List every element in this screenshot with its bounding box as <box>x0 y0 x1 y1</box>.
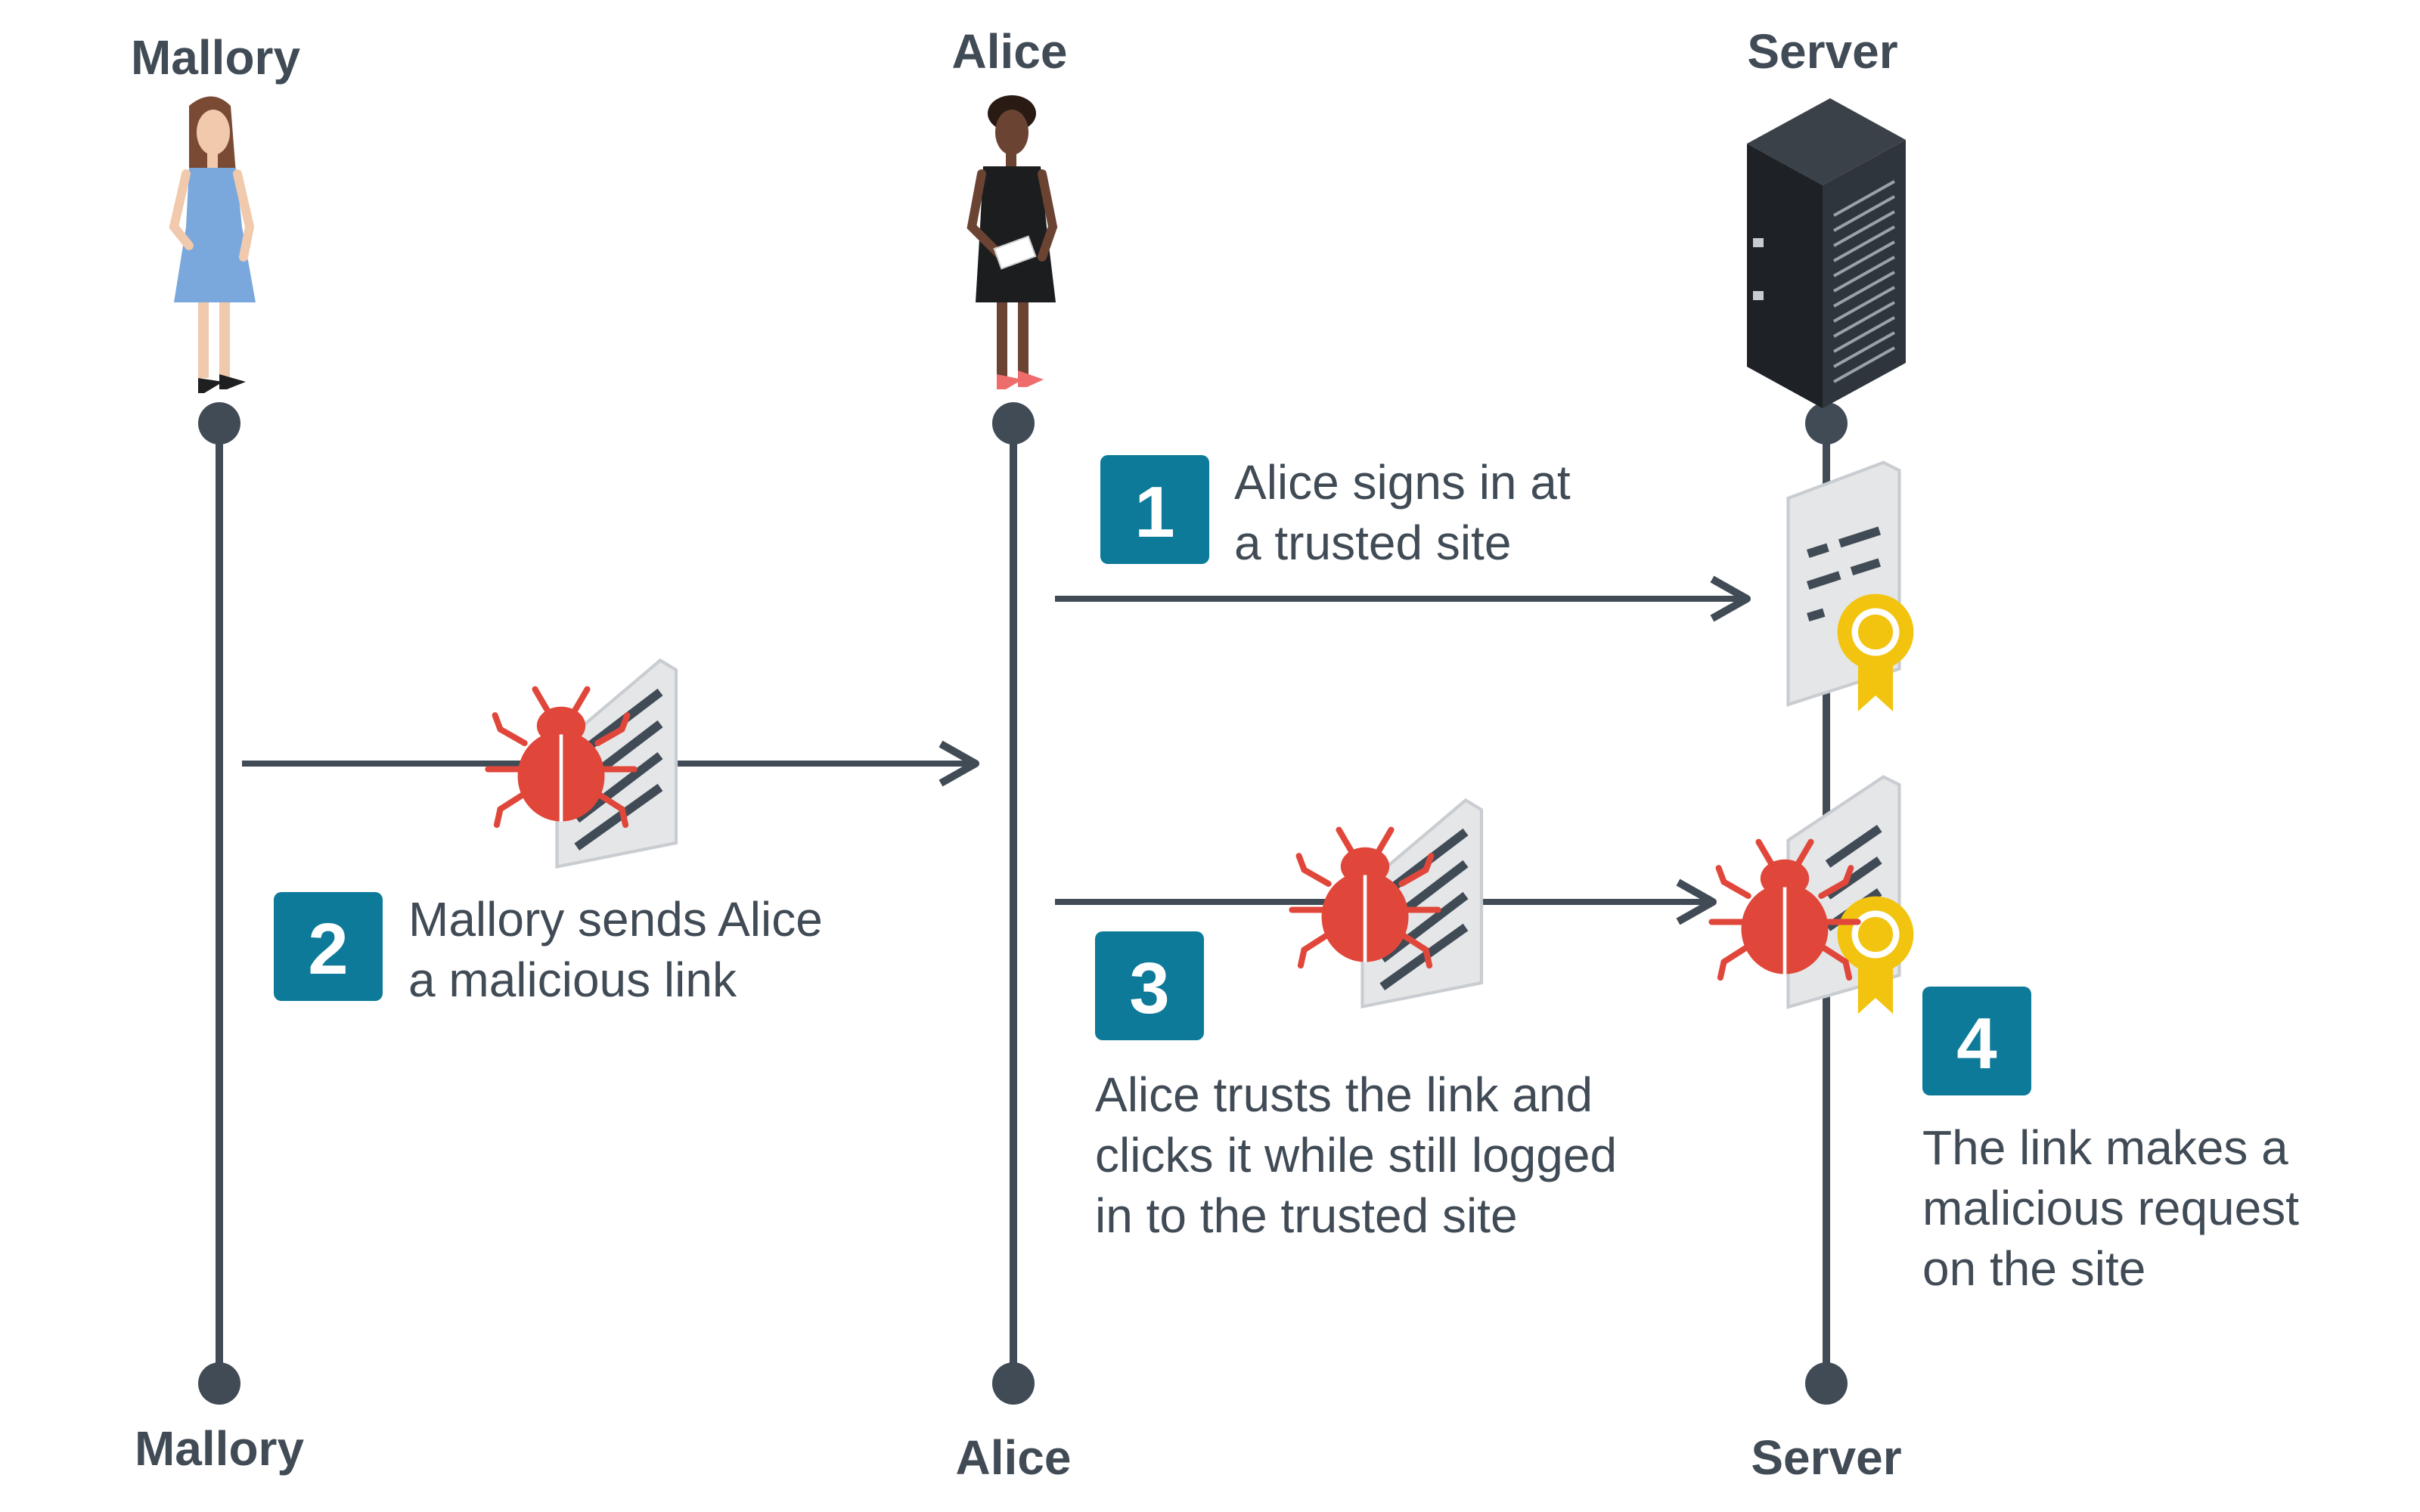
step-4-text: The link makes a malicious request on th… <box>1922 1120 2299 1296</box>
svg-text:in to the trusted site: in to the trusted site <box>1095 1188 1518 1243</box>
step-1-badge: 1 <box>1100 455 1209 564</box>
step-1-text: Alice signs in at a trusted site <box>1234 455 1571 570</box>
svg-text:Alice trusts the link and: Alice trusts the link and <box>1095 1067 1593 1122</box>
step-3-document-icon <box>1360 798 1484 1009</box>
mallory-bottom-label: Mallory <box>135 1421 304 1476</box>
step-2-badge: 2 <box>274 892 383 1001</box>
svg-text:a malicious link: a malicious link <box>408 953 737 1007</box>
svg-text:Mallory sends Alice: Mallory sends Alice <box>408 892 823 947</box>
svg-text:a trusted site: a trusted site <box>1234 516 1511 570</box>
svg-text:clicks it while still logged: clicks it while still logged <box>1095 1128 1617 1182</box>
svg-text:1: 1 <box>1134 472 1174 553</box>
svg-text:2: 2 <box>308 909 348 990</box>
svg-text:The link makes a: The link makes a <box>1922 1120 2288 1175</box>
server-bottom-label: Server <box>1751 1430 1901 1485</box>
alice-figure-icon <box>966 95 1058 389</box>
step-1-arrow <box>1055 579 1747 618</box>
svg-text:3: 3 <box>1129 948 1169 1029</box>
step-3-badge: 3 <box>1095 931 1204 1040</box>
svg-text:Alice signs in at: Alice signs in at <box>1234 455 1571 510</box>
trusted-session-document-icon <box>1786 460 1914 711</box>
svg-text:on the site: on the site <box>1922 1241 2145 1296</box>
step-4-badge: 4 <box>1922 987 2031 1095</box>
step-3-text: Alice trusts the link and clicks it whil… <box>1095 1067 1617 1243</box>
server-top-label: Server <box>1747 24 1897 79</box>
mallory-figure-icon <box>169 96 256 393</box>
svg-text:4: 4 <box>1956 1003 1996 1084</box>
mallory-lifeline <box>198 402 240 1405</box>
alice-top-label: Alice <box>952 24 1068 79</box>
server-rack-icon <box>1747 98 1906 408</box>
mallory-top-label: Mallory <box>131 30 300 85</box>
step-2-text: Mallory sends Alice a malicious link <box>408 892 823 1007</box>
alice-lifeline <box>992 402 1035 1405</box>
svg-text:malicious request: malicious request <box>1922 1181 2299 1235</box>
alice-bottom-label: Alice <box>956 1430 1072 1485</box>
malicious-link-document-icon <box>555 658 678 869</box>
